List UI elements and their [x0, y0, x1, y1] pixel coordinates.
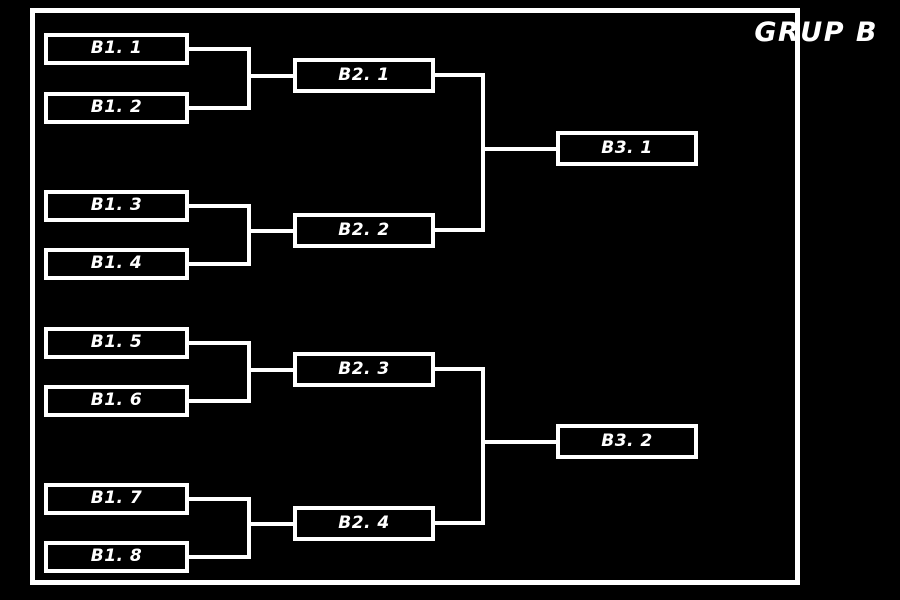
bracket-box-label: B1. 6: [90, 390, 143, 410]
bracket-box-label: B1. 3: [90, 195, 143, 215]
bracket-box-label: B3. 2: [601, 430, 653, 451]
bracket-box-label: B1. 4: [90, 253, 143, 273]
connector-b1-6-stub: [189, 399, 251, 403]
connector-semi-2-vertical: [481, 367, 485, 525]
connector-b2-4-stub: [435, 521, 485, 525]
bracket-box-label: B1. 5: [90, 332, 143, 352]
bracket-box-b1-5[interactable]: B1. 5: [44, 327, 189, 359]
connector-b1-5-stub: [189, 341, 251, 345]
bracket-box-label: B2. 1: [338, 64, 390, 85]
bracket-box-b1-3[interactable]: B1. 3: [44, 190, 189, 222]
bracket-box-b1-6[interactable]: B1. 6: [44, 385, 189, 417]
bracket-box-label: B1. 1: [90, 38, 143, 58]
connector-b1-8-stub: [189, 555, 251, 559]
bracket-box-b2-3[interactable]: B2. 3: [293, 352, 435, 387]
connector-pair-4-vertical: [247, 497, 251, 559]
bracket-box-label: B1. 8: [90, 546, 143, 566]
connector-pair-2-vertical: [247, 204, 251, 266]
bracket-box-b1-2[interactable]: B1. 2: [44, 92, 189, 124]
bracket-box-label: B1. 7: [90, 488, 143, 508]
bracket-box-b2-2[interactable]: B2. 2: [293, 213, 435, 248]
bracket-box-b1-1[interactable]: B1. 1: [44, 33, 189, 65]
connector-b1-7-stub: [189, 497, 251, 501]
connector-semi-1-vertical: [481, 73, 485, 232]
connector-semi-2-to-b3-2: [481, 440, 558, 444]
connector-b1-2-stub: [189, 106, 251, 110]
connector-pair-4-to-b2-4: [247, 522, 295, 526]
connector-pair-3-to-b2-3: [247, 368, 295, 372]
bracket-box-label: B1. 2: [90, 97, 143, 117]
bracket-box-b1-7[interactable]: B1. 7: [44, 483, 189, 515]
connector-semi-1-to-b3-1: [481, 147, 558, 151]
connector-pair-1-vertical: [247, 47, 251, 110]
bracket-box-label: B2. 3: [338, 358, 390, 379]
connector-b1-3-stub: [189, 204, 251, 208]
bracket-box-b1-4[interactable]: B1. 4: [44, 248, 189, 280]
connector-b2-3-stub: [435, 367, 485, 371]
bracket-box-label: B2. 2: [338, 219, 390, 240]
bracket-box-b2-1[interactable]: B2. 1: [293, 58, 435, 93]
group-title: GRUP B: [754, 17, 878, 48]
connector-b1-1-stub: [189, 47, 251, 51]
connector-b2-2-stub: [435, 228, 485, 232]
connector-pair-1-to-b2-1: [247, 74, 295, 78]
connector-b2-1-stub: [435, 73, 485, 77]
bracket-box-b1-8[interactable]: B1. 8: [44, 541, 189, 573]
connector-pair-2-to-b2-2: [247, 229, 295, 233]
connector-b1-4-stub: [189, 262, 251, 266]
bracket-box-b3-2[interactable]: B3. 2: [556, 424, 698, 459]
connector-pair-3-vertical: [247, 341, 251, 403]
bracket-box-b3-1[interactable]: B3. 1: [556, 131, 698, 166]
bracket-box-label: B3. 1: [601, 137, 653, 158]
bracket-box-b2-4[interactable]: B2. 4: [293, 506, 435, 541]
bracket-box-label: B2. 4: [338, 512, 390, 533]
